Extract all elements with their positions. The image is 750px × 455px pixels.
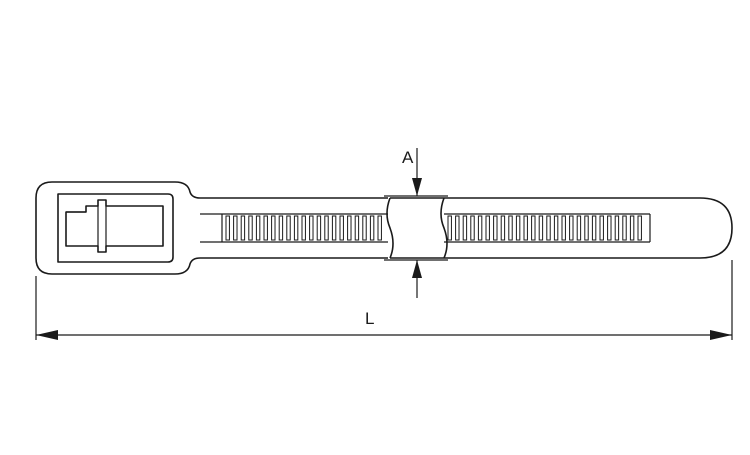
arrow-up-icon xyxy=(412,260,422,278)
length-label: L xyxy=(365,309,374,328)
serration-tooth xyxy=(470,215,475,241)
cable-tie-head xyxy=(35,181,391,275)
serration-tooth xyxy=(515,215,521,241)
serration-tooth xyxy=(271,215,276,241)
serration-tooth xyxy=(293,215,299,241)
head-frame xyxy=(57,193,174,263)
serration-tooth xyxy=(309,215,314,241)
serration-tooth xyxy=(263,215,268,241)
serration-tooth xyxy=(316,215,322,241)
serration-tooth xyxy=(354,215,360,241)
cable-tie-strap-left xyxy=(200,213,390,243)
serration-tooth xyxy=(240,215,246,241)
serration-tooth xyxy=(233,215,238,241)
serration-tooth xyxy=(508,215,513,241)
serration-tooth xyxy=(255,215,261,241)
serration-tooth xyxy=(614,215,620,241)
length-dimension: L xyxy=(35,260,733,340)
thickness-label: A xyxy=(402,148,414,167)
cable-tie-strap-right xyxy=(444,197,733,259)
serration-tooth xyxy=(248,215,253,241)
serration-tooth xyxy=(286,215,291,241)
serration-tooth xyxy=(225,215,230,241)
serration-tooth xyxy=(622,215,627,241)
serration-tooth xyxy=(301,215,306,241)
serration-tooth xyxy=(629,215,635,241)
arrow-down-icon xyxy=(412,178,422,196)
serration-tooth xyxy=(546,215,551,241)
arrow-right-icon xyxy=(710,330,732,340)
serration-tooth xyxy=(553,215,559,241)
serration-tooth xyxy=(369,215,375,241)
serration-tooth xyxy=(347,215,352,241)
serration-tooth xyxy=(331,215,337,241)
strap-serration xyxy=(225,215,382,241)
serration-tooth xyxy=(637,215,642,241)
serration-tooth xyxy=(278,215,284,241)
serration-tooth xyxy=(523,215,528,241)
serration-tooth xyxy=(455,215,460,241)
serration-tooth xyxy=(569,215,574,241)
serration-tooth xyxy=(599,215,604,241)
serration-tooth xyxy=(447,215,452,241)
arrow-left-icon xyxy=(36,330,58,340)
strap-break xyxy=(386,196,448,260)
serration-tooth xyxy=(462,215,468,241)
serration-tooth xyxy=(561,215,566,241)
serration-tooth xyxy=(377,215,382,241)
thickness-dimension: A xyxy=(384,148,448,298)
serration-tooth xyxy=(362,215,367,241)
serration-tooth xyxy=(339,215,344,241)
strap-serration xyxy=(447,215,642,241)
serration-tooth xyxy=(538,215,544,241)
serration-tooth xyxy=(324,215,329,241)
serration-tooth xyxy=(500,215,506,241)
serration-tooth xyxy=(591,215,597,241)
serration-tooth xyxy=(531,215,536,241)
serration-tooth xyxy=(576,215,582,241)
serration-tooth xyxy=(607,215,612,241)
locking-latch xyxy=(65,199,164,253)
serration-tooth xyxy=(493,215,498,241)
serration-tooth xyxy=(584,215,589,241)
serration-tooth xyxy=(485,215,490,241)
serration-tooth xyxy=(477,215,483,241)
